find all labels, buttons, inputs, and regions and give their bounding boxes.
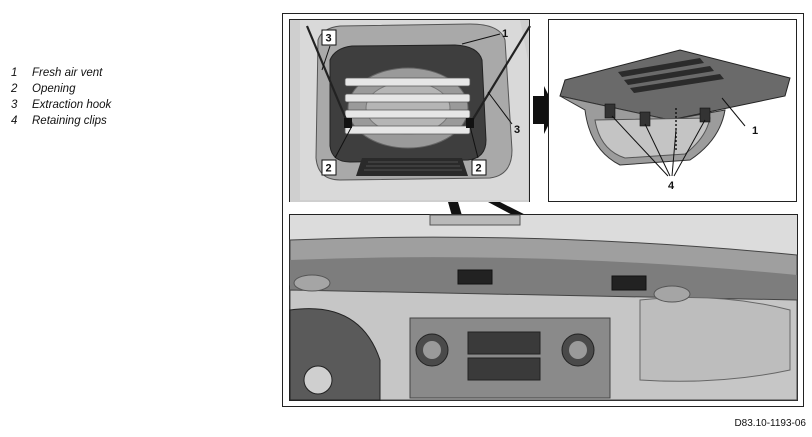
callout-1-right: 1 xyxy=(752,125,758,137)
legend-label: Extraction hook xyxy=(32,99,112,111)
legend-label: Opening xyxy=(32,83,76,95)
legend-item: 2 Opening xyxy=(11,81,111,97)
legend-number: 2 xyxy=(11,83,18,95)
callout-3-right: 3 xyxy=(514,124,520,136)
legend-item: 4 Retaining clips xyxy=(11,113,111,129)
legend-number: 3 xyxy=(11,99,18,111)
callout-4: 4 xyxy=(668,180,675,192)
extraction-hook-right xyxy=(469,25,531,125)
legend-number: 4 xyxy=(11,115,18,127)
vent-closeup-panel xyxy=(289,19,531,202)
extraction-hook-left xyxy=(305,25,350,125)
legend: 1 Fresh air vent 2 Opening 3 Extraction … xyxy=(11,65,111,129)
callout-3-left: 3 xyxy=(326,33,332,45)
removed-vent-panel xyxy=(548,19,797,202)
figure-code: D83.10-1193-06 xyxy=(734,418,806,429)
legend-item: 3 Extraction hook xyxy=(11,97,111,113)
legend-label: Retaining clips xyxy=(32,115,107,127)
callout-2-right: 2 xyxy=(476,163,482,175)
legend-item: 1 Fresh air vent xyxy=(11,65,111,81)
legend-label: Fresh air vent xyxy=(32,67,103,79)
callout-2-left: 2 xyxy=(326,163,332,175)
dashboard-panel xyxy=(289,214,798,401)
legend-number: 1 xyxy=(11,67,18,79)
callout-1: 1 xyxy=(502,28,508,40)
arrow-right-icon xyxy=(533,86,556,134)
